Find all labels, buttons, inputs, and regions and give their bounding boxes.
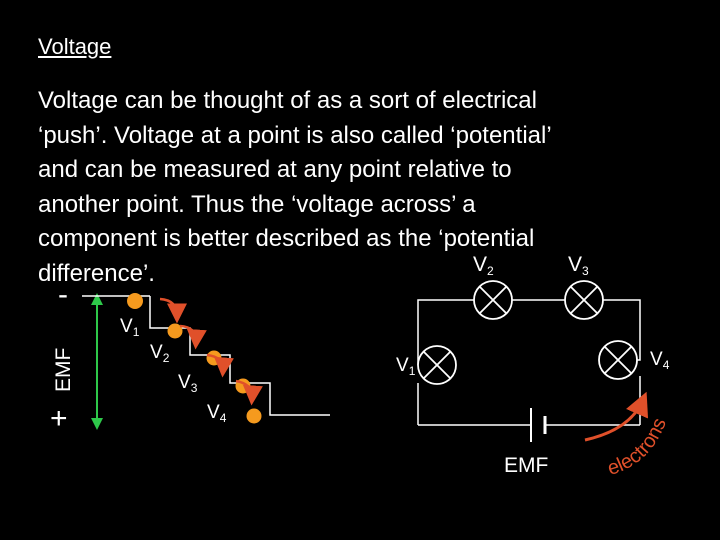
step-label-v4: V4 [207, 402, 227, 425]
minus-sign: - [58, 278, 68, 311]
charge-dot [167, 323, 183, 339]
body-paragraph: Voltage can be thought of as a sort of e… [38, 84, 678, 291]
lamp-label-v1: V1 [396, 355, 416, 378]
lamp-label-v2: V2 [473, 253, 494, 278]
paragraph-line: and can be measured at any point relativ… [38, 156, 512, 183]
svg-text:electrons: electrons [605, 415, 671, 480]
electron-flow-arrow [584, 391, 649, 442]
slide-title: Voltage [38, 34, 112, 59]
battery-symbol [530, 408, 547, 442]
paragraph-line: another point. Thus the ‘voltage across’… [38, 190, 476, 218]
charge-dot [127, 293, 143, 309]
paragraph-line: difference’. [38, 259, 155, 287]
lamp-label-v3: V3 [568, 253, 589, 278]
lamp-v2 [473, 280, 513, 320]
lamp-v4 [598, 340, 638, 380]
step-label-v2: V2 [150, 342, 170, 365]
circuit-emf-label: EMF [504, 454, 549, 477]
emf-double-arrow [91, 293, 103, 430]
energy-staircase [82, 295, 330, 416]
charge-dot [246, 408, 262, 424]
paragraph-line: Voltage can be thought of as a sort of e… [38, 87, 537, 114]
paragraph-line: component is better described as the ‘po… [38, 225, 535, 252]
charge-dots [127, 293, 262, 424]
step-label-v3: V3 [178, 372, 198, 395]
lamp-v3 [564, 280, 604, 320]
electrons-text: electrons [605, 415, 671, 480]
lamp-v1 [417, 345, 457, 385]
paragraph-line: ‘push’. Voltage at a point is also calle… [38, 121, 552, 149]
step-flow-arrows [159, 297, 263, 406]
electrons-label: electrons [605, 415, 671, 480]
lamp-label-v4: V4 [650, 349, 670, 372]
emf-vertical-label: EMF [52, 347, 75, 392]
plus-sign: + [50, 402, 68, 435]
step-label-v1: V1 [120, 316, 140, 339]
